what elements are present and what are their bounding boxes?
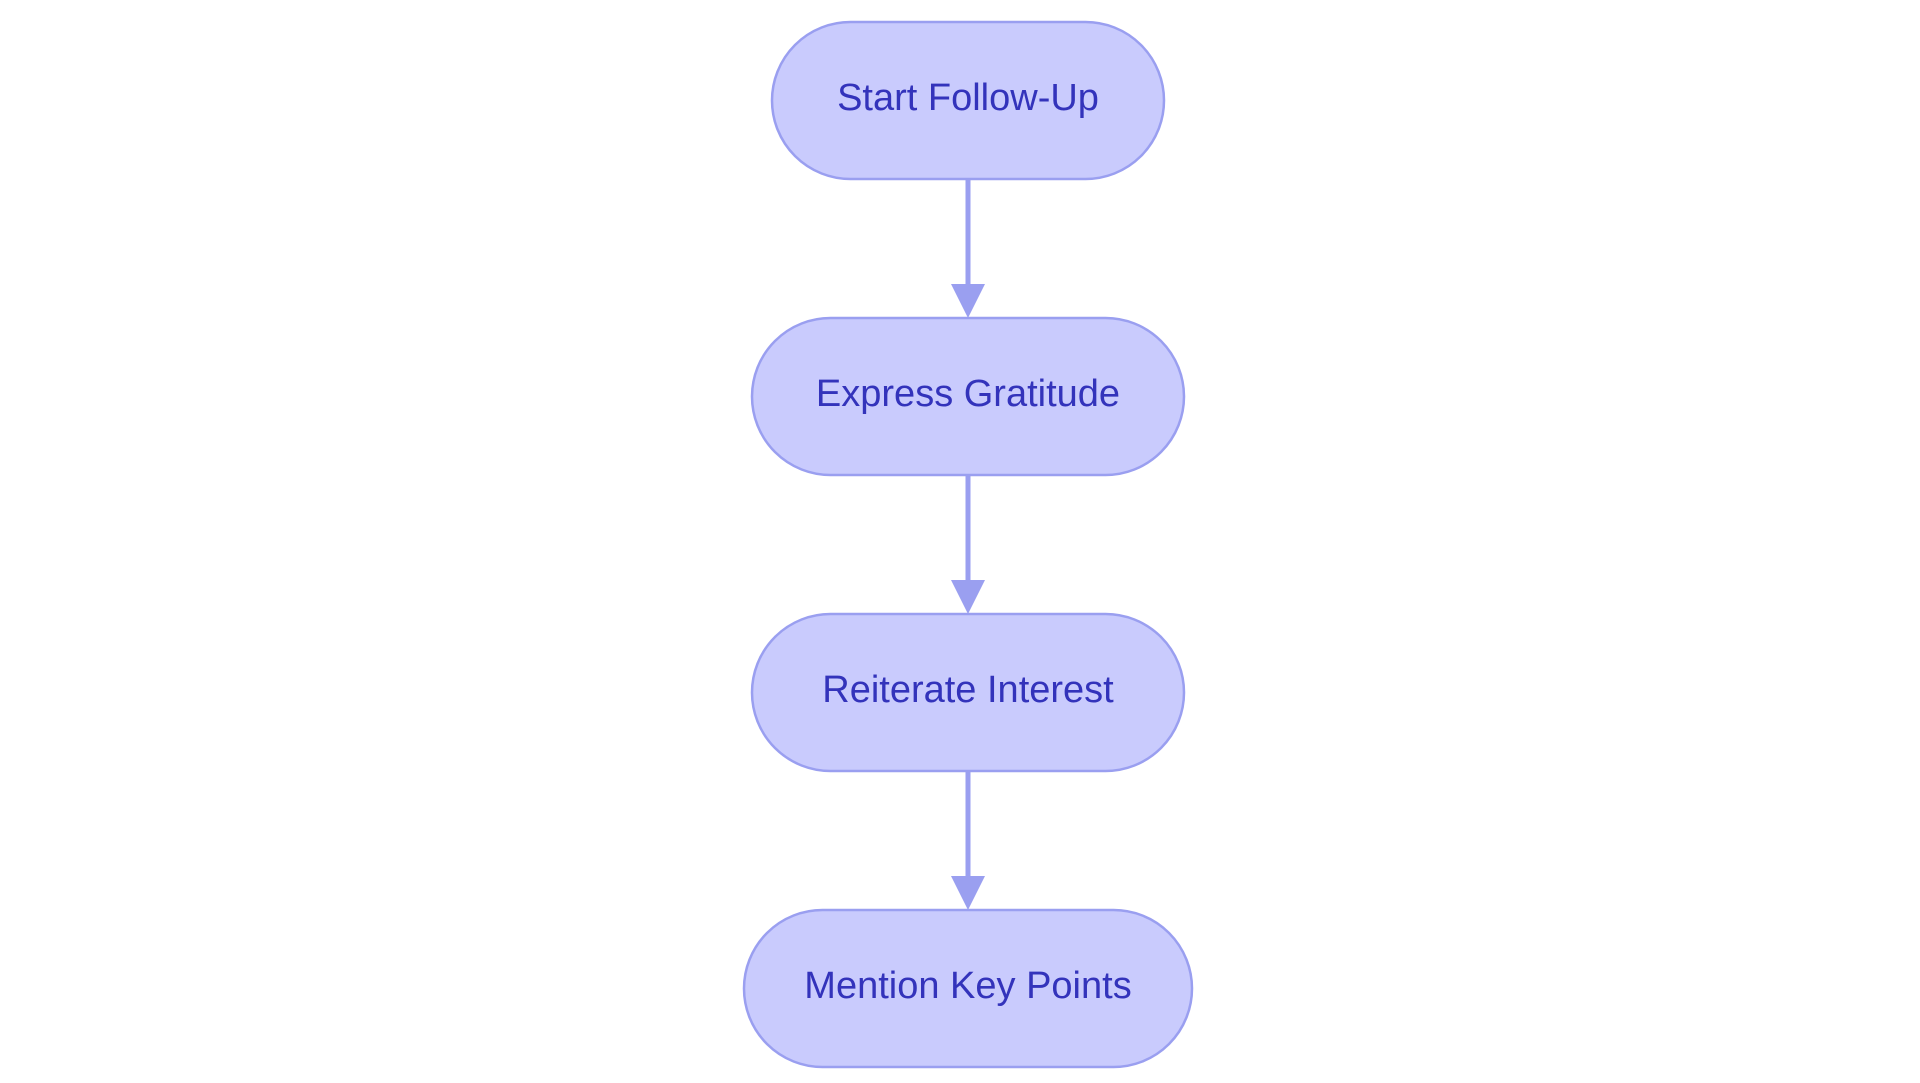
- edge-start-to-gratitude: [951, 179, 985, 318]
- node-shape: [742, 908, 1194, 1069]
- nodes: Start Follow-Up Express Gratitude Reiter…: [742, 20, 1194, 1069]
- node-start-follow-up: Start Follow-Up: [770, 20, 1166, 181]
- arrowhead-icon: [951, 580, 985, 614]
- node-label: Mention Key Points: [804, 965, 1131, 1007]
- edge-interest-to-keypoints: [951, 771, 985, 910]
- arrowhead-icon: [951, 284, 985, 318]
- node-shape: [770, 20, 1166, 181]
- node-express-gratitude: Express Gratitude: [750, 316, 1186, 477]
- node-mention-key-points: Mention Key Points: [742, 908, 1194, 1069]
- edges: [951, 179, 985, 910]
- edge-gratitude-to-interest: [951, 475, 985, 614]
- node-reiterate-interest: Reiterate Interest: [750, 612, 1186, 773]
- node-shape: [750, 316, 1186, 477]
- node-label: Reiterate Interest: [822, 669, 1114, 711]
- node-shape: [750, 612, 1186, 773]
- node-label: Express Gratitude: [816, 373, 1120, 415]
- node-label: Start Follow-Up: [837, 77, 1099, 119]
- arrowhead-icon: [951, 876, 985, 910]
